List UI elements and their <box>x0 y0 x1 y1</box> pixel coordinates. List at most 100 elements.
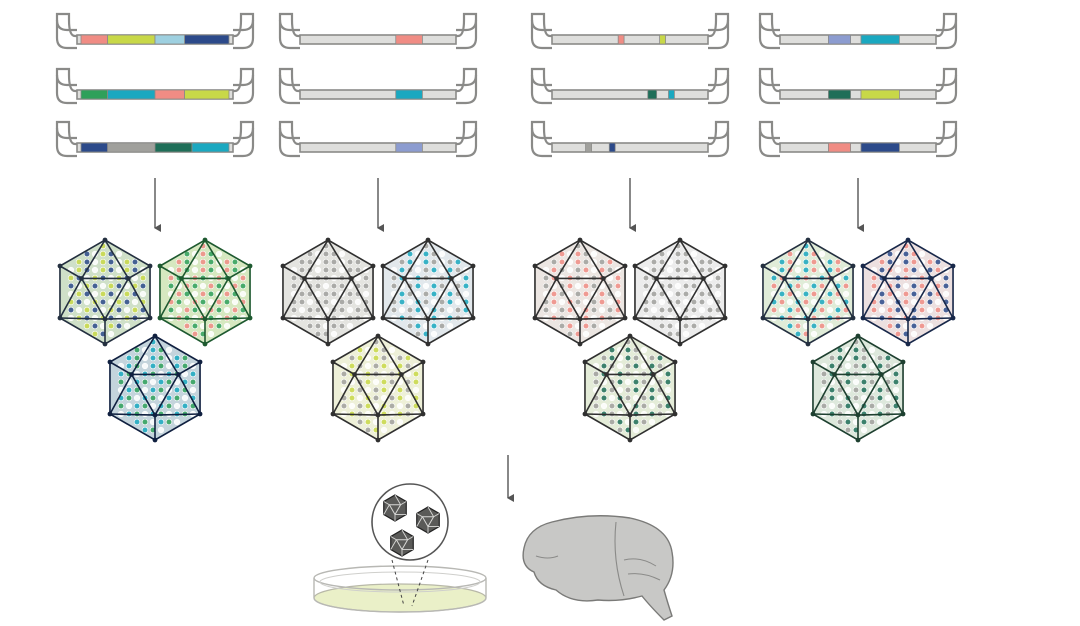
capsid-edge <box>110 414 155 415</box>
capsomere-dot <box>683 331 689 337</box>
capsomere-dot <box>323 259 329 265</box>
capsomere-dot <box>166 379 172 385</box>
capsomere-dot <box>134 403 140 409</box>
capsomere-dot <box>707 307 713 313</box>
gene-segment-navy <box>185 35 229 44</box>
capsomere-dot <box>423 251 429 257</box>
capsomere-dot <box>811 283 817 289</box>
capsomere-dot <box>124 259 130 265</box>
plasmid-construct <box>57 122 253 156</box>
panel-3 <box>532 14 728 442</box>
capsid-icosahedron <box>761 238 856 347</box>
capsomere-dot <box>76 291 82 297</box>
capsomere-dot <box>216 251 222 257</box>
construct-hook-right-top <box>233 14 253 36</box>
capsomere-dot <box>615 283 621 289</box>
capsomere-dot <box>455 307 461 313</box>
capsomere-dot <box>339 251 345 257</box>
capsomere-dot <box>625 347 631 353</box>
capsomere-dot <box>835 299 841 305</box>
capsomere-dot <box>68 307 74 313</box>
capsomere-dot <box>919 307 925 313</box>
capsomere-dot <box>365 387 371 393</box>
capsomere-dot <box>879 307 885 313</box>
plasmid-construct <box>760 14 956 48</box>
capsomere-dot <box>811 291 817 297</box>
capsomere-dot <box>591 267 597 273</box>
capsid-vertex <box>633 316 638 321</box>
capsid-vertex <box>103 342 108 347</box>
capsomere-dot <box>315 267 321 273</box>
capsid-vertex <box>426 238 431 243</box>
capsomere-dot <box>919 267 925 273</box>
capsomere-dot <box>827 291 833 297</box>
capsomere-dot <box>232 259 238 265</box>
capsid-vertex <box>906 238 911 243</box>
capsomere-dot <box>349 363 355 369</box>
capsid-icosahedron <box>331 334 426 443</box>
capsomere-dot <box>861 355 867 361</box>
capsomere-dot <box>339 283 345 289</box>
capsomere-dot <box>315 307 321 313</box>
capsid-vertex <box>856 413 861 418</box>
construct-backbone <box>552 90 708 99</box>
capsid-vertex <box>811 360 816 365</box>
capsomere-dot <box>176 307 182 313</box>
capsomere-dot <box>200 259 206 265</box>
capsid-vertex <box>654 276 659 281</box>
capsid-icosahedron <box>583 334 678 443</box>
capsomere-dot <box>142 403 148 409</box>
capsomere-dot <box>126 403 132 409</box>
gene-segment-pink <box>155 90 185 99</box>
capsid-vertex <box>248 264 253 269</box>
capsomere-dot <box>699 291 705 297</box>
capsid-vertex <box>533 264 538 269</box>
capsomere-dot <box>651 259 657 265</box>
panel-2 <box>280 14 476 442</box>
capsid-edge <box>580 318 625 319</box>
capsomere-dot <box>100 259 106 265</box>
capsomere-dot <box>599 259 605 265</box>
capsomere-dot <box>617 427 623 433</box>
capsomere-dot <box>675 267 681 273</box>
capsomere-dot <box>439 307 445 313</box>
capsomere-dot <box>140 283 146 289</box>
capsomere-dot <box>641 363 647 369</box>
construct-hook-left-bottom <box>280 75 300 103</box>
capsomere-dot <box>699 259 705 265</box>
capsomere-dot <box>126 387 132 393</box>
capsomere-dot <box>795 267 801 273</box>
plasmid-construct <box>760 122 956 156</box>
capsomere-dot <box>134 355 140 361</box>
gene-segment-teal <box>396 90 423 99</box>
capsomere-dot <box>315 323 321 329</box>
capsomere-dot <box>142 419 148 425</box>
capsomere-dot <box>357 395 363 401</box>
capsomere-dot <box>168 307 174 313</box>
capsomere-dot <box>405 395 411 401</box>
capsid-vertex <box>678 342 683 347</box>
capsomere-dot <box>919 323 925 329</box>
capsomere-dot <box>591 283 597 289</box>
capsomere-dot <box>341 379 347 385</box>
capsomere-dot <box>643 283 649 289</box>
capsomere-dot <box>643 275 649 281</box>
capsomere-dot <box>877 387 883 393</box>
construct-hook-right-top <box>936 14 956 36</box>
construct-hook-left-bottom <box>57 20 77 48</box>
capsomere-dot <box>675 299 681 305</box>
capsomere-dot <box>124 299 130 305</box>
capsomere-dot <box>803 283 809 289</box>
capsid-vertex <box>761 264 766 269</box>
capsomere-dot <box>158 355 164 361</box>
capsid-vertex <box>103 238 108 243</box>
capsomere-dot <box>323 283 329 289</box>
capsomere-dot <box>625 363 631 369</box>
capsomere-dot <box>224 323 230 329</box>
capsomere-dot <box>787 323 793 329</box>
capsomere-dot <box>779 307 785 313</box>
capsomere-dot <box>389 403 395 409</box>
capsomere-dot <box>347 259 353 265</box>
capsomere-dot <box>609 403 615 409</box>
capsomere-dot <box>118 371 124 377</box>
